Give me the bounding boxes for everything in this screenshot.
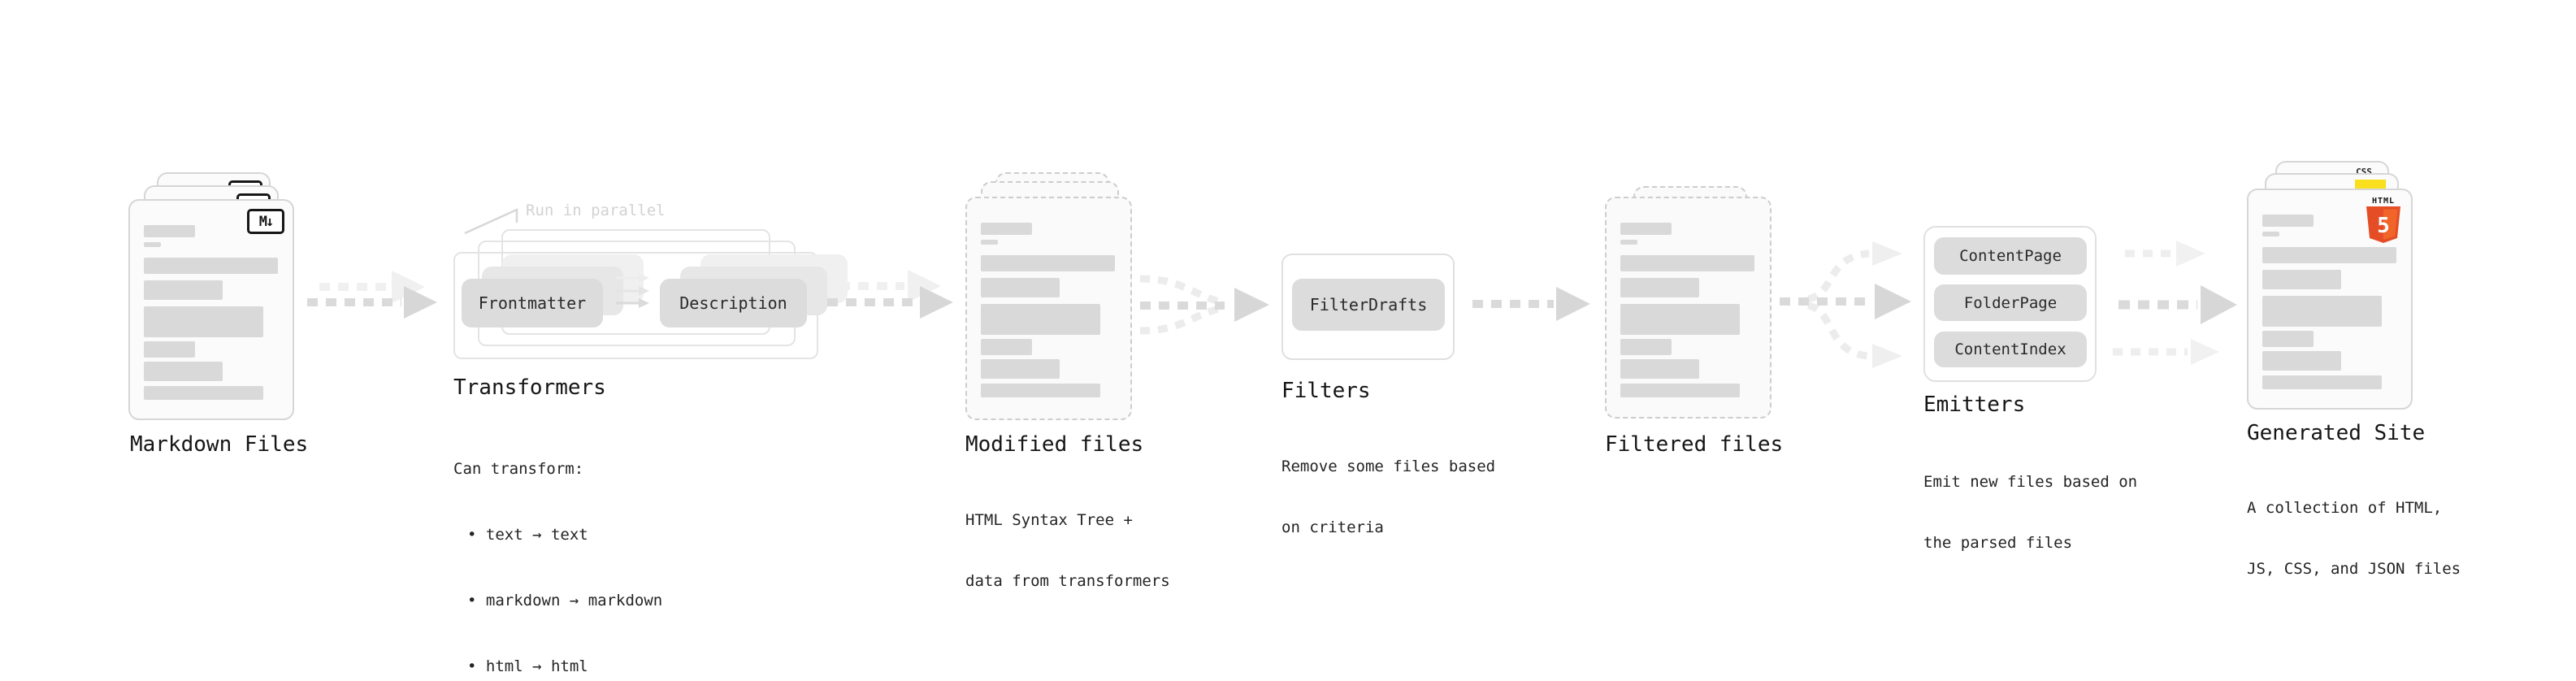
contentindex-box: ContentIndex: [1934, 332, 2087, 367]
text-placeholder-bar: [2262, 351, 2341, 371]
markdown-files-node: M↓ M↓ M↓ Markdown Files: [128, 172, 323, 481]
html5-icon: HTML 5: [2366, 197, 2401, 247]
text-placeholder-bar: [2262, 215, 2314, 227]
contentpage-box: ContentPage: [1934, 237, 2087, 275]
text-placeholder-bar: [144, 341, 195, 358]
text-placeholder-bar: [1620, 223, 1672, 235]
frontmatter-box: Frontmatter: [462, 279, 603, 327]
subtitle-line: JS, CSS, and JSON files: [2247, 560, 2461, 578]
filters-node: FilterDrafts Filters Remove some files b…: [1281, 254, 1495, 536]
detail-line: • html → html: [467, 657, 588, 675]
text-placeholder-bar: [981, 278, 1060, 297]
subtitle-line: the parsed files: [1923, 534, 2073, 552]
text-placeholder-bar: [981, 240, 998, 245]
text-placeholder-bar: [981, 304, 1100, 335]
text-placeholder-bar: [1620, 240, 1637, 245]
subtitle-line: on criteria: [1281, 518, 1384, 536]
markdown-files-caption: Markdown Files: [130, 432, 309, 457]
modified-files-caption: Modified files: [965, 432, 1144, 457]
description-box: Description: [660, 279, 807, 327]
text-placeholder-bar: [2262, 270, 2341, 289]
filtered-files-caption: Filtered files: [1605, 432, 1784, 457]
css-badge-label: CSS: [2356, 167, 2372, 177]
flow-arrow-markdown-to-transformers: [307, 271, 437, 319]
run-in-parallel-annotation: Run in parallel: [526, 202, 666, 219]
emitters-caption: Emitters: [1923, 393, 2026, 417]
html-file-card: HTML 5: [2247, 189, 2413, 410]
detail-line: • markdown → markdown: [467, 592, 663, 609]
text-placeholder-bar: [144, 386, 263, 400]
text-placeholder-bar: [2262, 232, 2279, 236]
text-placeholder-bar: [981, 255, 1115, 271]
subtitle-line: Emit new files based on: [1923, 473, 2138, 491]
subtitle-line: Remove some files based: [1281, 458, 1496, 475]
text-placeholder-bar: [1620, 384, 1740, 397]
text-placeholder-bar: [981, 223, 1032, 235]
subtitle-line: HTML Syntax Tree +: [965, 511, 1133, 529]
text-placeholder-bar: [2262, 375, 2382, 389]
text-placeholder-bar: [1620, 278, 1699, 297]
modified-files-subtitle: HTML Syntax Tree + data from transformer…: [965, 470, 1170, 632]
subtitle-line: A collection of HTML,: [2247, 499, 2443, 517]
text-placeholder-bar: [144, 242, 161, 247]
text-placeholder-bar: [981, 359, 1060, 379]
filtered-file-card-front: [1605, 197, 1772, 419]
markdown-icon: M↓: [247, 209, 284, 234]
folderpage-box: FolderPage: [1934, 284, 2087, 321]
modified-file-card-front: [965, 197, 1132, 420]
emitters-node: ContentPage FolderPage ContentIndex Emit…: [1923, 226, 2137, 552]
text-placeholder-bar: [2262, 296, 2382, 327]
flow-arrow-emitters-to-generated: [2113, 241, 2237, 365]
markdown-file-card-front: M↓: [128, 199, 294, 420]
text-placeholder-bar: [1620, 359, 1699, 379]
filters-subtitle: Remove some files based on criteria: [1281, 416, 1495, 579]
transformers-detail: Can transform: • text → text • markdown …: [453, 414, 662, 681]
html5-shield: 5: [2366, 206, 2400, 243]
text-placeholder-bar: [144, 225, 195, 237]
text-placeholder-bar: [981, 339, 1032, 355]
text-placeholder-bar: [144, 258, 278, 274]
transformers-caption: Transformers: [453, 375, 606, 400]
html5-badge-label: HTML: [2371, 197, 2396, 206]
transformers-node: Frontmatter Description Run in parallel …: [453, 202, 848, 675]
text-placeholder-bar: [144, 280, 223, 300]
modified-files-node: Modified files HTML Syntax Tree + data f…: [965, 172, 1170, 590]
emitters-subtitle: Emit new files based on the parsed files: [1923, 432, 2137, 594]
text-placeholder-bar: [144, 362, 223, 381]
text-placeholder-bar: [1620, 304, 1740, 335]
text-placeholder-bar: [1620, 255, 1754, 271]
subtitle-line: data from transformers: [965, 572, 1170, 590]
detail-line: • text → text: [467, 526, 588, 544]
detail-line: Can transform:: [453, 460, 584, 478]
generated-site-node: CSS HTML 5 Generated Site A collect: [2247, 161, 2461, 578]
flow-arrow-filters-to-filtered: [1472, 287, 1590, 321]
text-placeholder-bar: [1620, 339, 1672, 355]
filters-caption: Filters: [1281, 379, 1371, 403]
svg-text:5: 5: [2377, 214, 2390, 238]
text-placeholder-bar: [144, 306, 263, 337]
filtered-files-node: Filtered files: [1605, 186, 1800, 495]
generated-site-subtitle: A collection of HTML, JS, CSS, and JSON …: [2247, 458, 2461, 620]
generated-site-caption: Generated Site: [2247, 421, 2426, 445]
text-placeholder-bar: [2262, 331, 2314, 347]
text-placeholder-bar: [2262, 247, 2396, 263]
filterdrafts-box: FilterDrafts: [1292, 279, 1445, 331]
text-placeholder-bar: [981, 384, 1100, 397]
